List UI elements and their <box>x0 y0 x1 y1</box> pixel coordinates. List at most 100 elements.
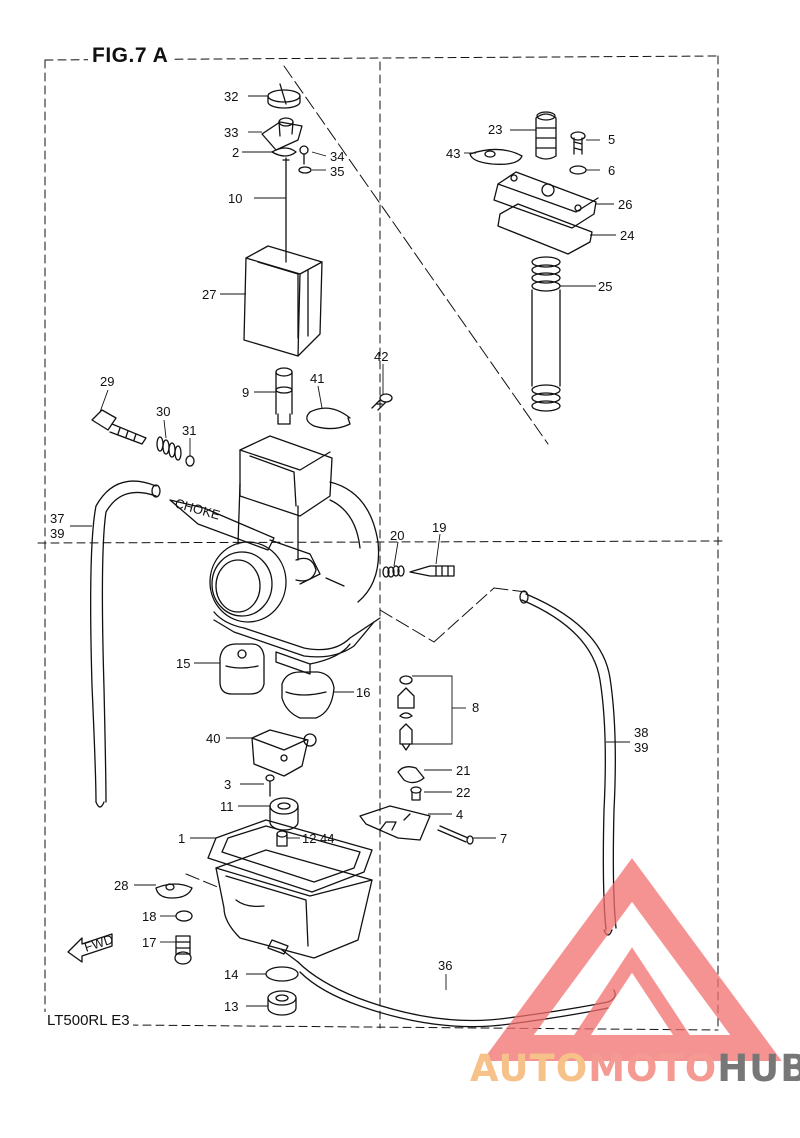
part-15-cap <box>219 643 265 695</box>
callout-4: 4 <box>456 807 463 822</box>
callout-19: 19 <box>432 520 446 535</box>
callout-8: 8 <box>472 700 479 715</box>
choke-label: CHOKE <box>173 495 222 522</box>
part-25-spring-tube <box>531 256 561 412</box>
part-22-screw <box>410 786 422 801</box>
callout-29: 29 <box>100 374 114 389</box>
callout-24: 24 <box>620 228 634 243</box>
callout-15: 15 <box>176 656 190 671</box>
part-1-gasket <box>207 819 373 893</box>
part-20-spring <box>382 565 405 578</box>
fwd-arrow-icon <box>67 933 113 963</box>
part-38-vent-hose <box>519 590 617 936</box>
figure-title: FIG.7 A <box>88 44 173 68</box>
part-3-screw <box>265 774 275 797</box>
brand-hub: HUB <box>717 1047 800 1090</box>
figure-frame <box>37 55 723 1031</box>
part-10-jet-needle <box>282 157 290 263</box>
callout-34: 34 <box>330 149 344 164</box>
watermark-brand: AUTOMOTOHUB <box>470 1046 800 1092</box>
callout-9: 9 <box>242 385 249 400</box>
part-31-oring <box>185 455 195 467</box>
model-code: LT500RL E3 <box>44 1012 133 1029</box>
callout-3: 3 <box>224 777 231 792</box>
part-28-plate <box>155 883 193 899</box>
part-27-throttle-slide <box>243 245 323 357</box>
callout-leaders <box>70 95 630 1007</box>
throttle-leader-lines <box>185 65 549 889</box>
part-42-screw <box>371 393 393 411</box>
part-18-washer <box>175 910 193 922</box>
part-16-cap <box>281 671 335 719</box>
callout-36: 36 <box>438 958 452 973</box>
part-24-gasket <box>497 203 593 255</box>
callout-42: 42 <box>374 349 388 364</box>
part-41-clip <box>306 407 351 430</box>
part-2-clip <box>271 147 297 157</box>
part-43-plate <box>469 148 523 165</box>
part-7-pin <box>437 825 474 845</box>
part-float-bowl <box>215 849 373 963</box>
part-35-washer <box>298 166 312 174</box>
callout-30: 30 <box>156 404 170 419</box>
callout-44: 44 <box>320 831 334 846</box>
part-carburetor-body <box>169 435 381 675</box>
part-8-needle-valve <box>397 675 415 751</box>
callout-28: 28 <box>114 878 128 893</box>
part-37-vent-hose <box>90 480 161 808</box>
part-30-spring <box>156 436 182 461</box>
part-6-washer <box>569 165 587 175</box>
callout-1: 1 <box>178 831 185 846</box>
callout-40: 40 <box>206 731 220 746</box>
callout-17: 17 <box>142 935 156 950</box>
part-14-oring <box>265 966 299 982</box>
callout-6: 6 <box>608 163 615 178</box>
callout-39-left: 39 <box>50 526 64 541</box>
callout-18: 18 <box>142 909 156 924</box>
fwd-label: FWD <box>82 931 115 954</box>
part-13-plug <box>267 990 297 1016</box>
callout-41: 41 <box>310 371 324 386</box>
part-21-plate <box>397 766 425 784</box>
brand-moto: MOTO <box>588 1047 718 1090</box>
part-23-knob <box>535 111 557 160</box>
part-5-screw <box>570 131 586 155</box>
part-33-holder <box>261 117 303 151</box>
part-26-cover <box>493 171 599 229</box>
part-4-float-arm <box>359 805 431 841</box>
callout-27: 27 <box>202 287 216 302</box>
callout-43: 43 <box>446 146 460 161</box>
part-29-pilot-screw <box>91 409 147 445</box>
callout-25: 25 <box>598 279 612 294</box>
part-12-jet <box>276 830 288 847</box>
callout-16: 16 <box>356 685 370 700</box>
brand-auto: AUTO <box>470 1047 589 1090</box>
callout-31: 31 <box>182 423 196 438</box>
callout-13: 13 <box>224 999 238 1014</box>
watermark-logo-icon <box>482 858 782 1061</box>
callout-2: 2 <box>232 145 239 160</box>
callout-33: 33 <box>224 125 238 140</box>
callout-32: 32 <box>224 89 238 104</box>
callout-20: 20 <box>390 528 404 543</box>
callout-37: 37 <box>50 511 64 526</box>
part-17-bolt <box>174 935 192 965</box>
part-40-bracket <box>251 729 317 777</box>
callout-21: 21 <box>456 763 470 778</box>
callout-26: 26 <box>618 197 632 212</box>
callout-12: 12 <box>302 831 316 846</box>
part-32-cap <box>267 83 301 109</box>
callout-23: 23 <box>488 122 502 137</box>
callout-39-right: 39 <box>634 740 648 755</box>
callout-14: 14 <box>224 967 238 982</box>
part-34-screw <box>299 145 309 165</box>
callout-38: 38 <box>634 725 648 740</box>
part-9-fitting <box>275 367 293 425</box>
callout-7: 7 <box>500 831 507 846</box>
callout-10: 10 <box>228 191 242 206</box>
callout-5: 5 <box>608 132 615 147</box>
callout-35: 35 <box>330 164 344 179</box>
callout-22: 22 <box>456 785 470 800</box>
